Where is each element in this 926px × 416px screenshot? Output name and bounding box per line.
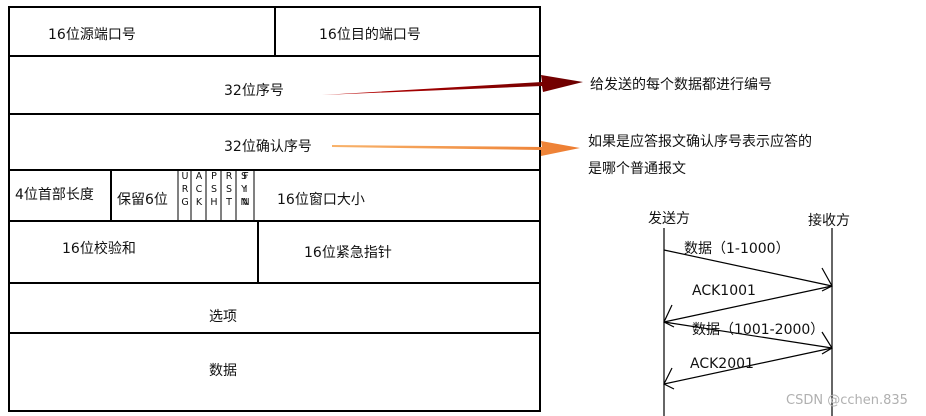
sequence-diagram — [663, 228, 833, 416]
dst-port-label: 16位目的端口号 — [319, 27, 421, 43]
urgent-label: 16位紧急指针 — [304, 245, 392, 261]
seq-annotation: 给发送的每个数据都进行编号 — [590, 77, 772, 93]
hdr-len-label: 4位首部长度 — [15, 187, 94, 203]
msg3-line — [663, 321, 833, 349]
msg1-line — [663, 249, 833, 287]
msg4-label: ACK2001 — [690, 356, 754, 372]
msg2-label: ACK1001 — [692, 283, 756, 299]
msg3-label: 数据（1001-2000） — [692, 322, 825, 338]
options-label: 选项 — [209, 309, 237, 325]
ack-arrow — [332, 141, 580, 156]
msg2-line — [663, 285, 833, 323]
table-outer-border — [8, 6, 541, 412]
msg4-line — [663, 347, 833, 385]
window-label: 16位窗口大小 — [277, 192, 365, 208]
data-label: 数据 — [209, 363, 237, 379]
ack-annotation-line2: 是哪个普通报文 — [588, 161, 686, 177]
ack-annotation-line1: 如果是应答报文确认序号表示应答的 — [588, 134, 812, 150]
checksum-label: 16位校验和 — [62, 241, 136, 257]
watermark: CSDN @cchen.835 — [786, 393, 908, 408]
tcp-header-table — [8, 6, 541, 412]
msg4-arrowhead — [663, 367, 675, 390]
ack-label: 32位确认序号 — [224, 139, 312, 155]
sender-label: 发送方 — [648, 211, 690, 227]
seq-label: 32位序号 — [224, 83, 284, 99]
seq-arrow — [322, 75, 583, 95]
src-port-label: 16位源端口号 — [48, 27, 136, 43]
msg1-label: 数据（1-1000） — [684, 241, 790, 257]
reserved-label: 保留6位 — [117, 192, 168, 208]
receiver-label: 接收方 — [808, 213, 850, 229]
